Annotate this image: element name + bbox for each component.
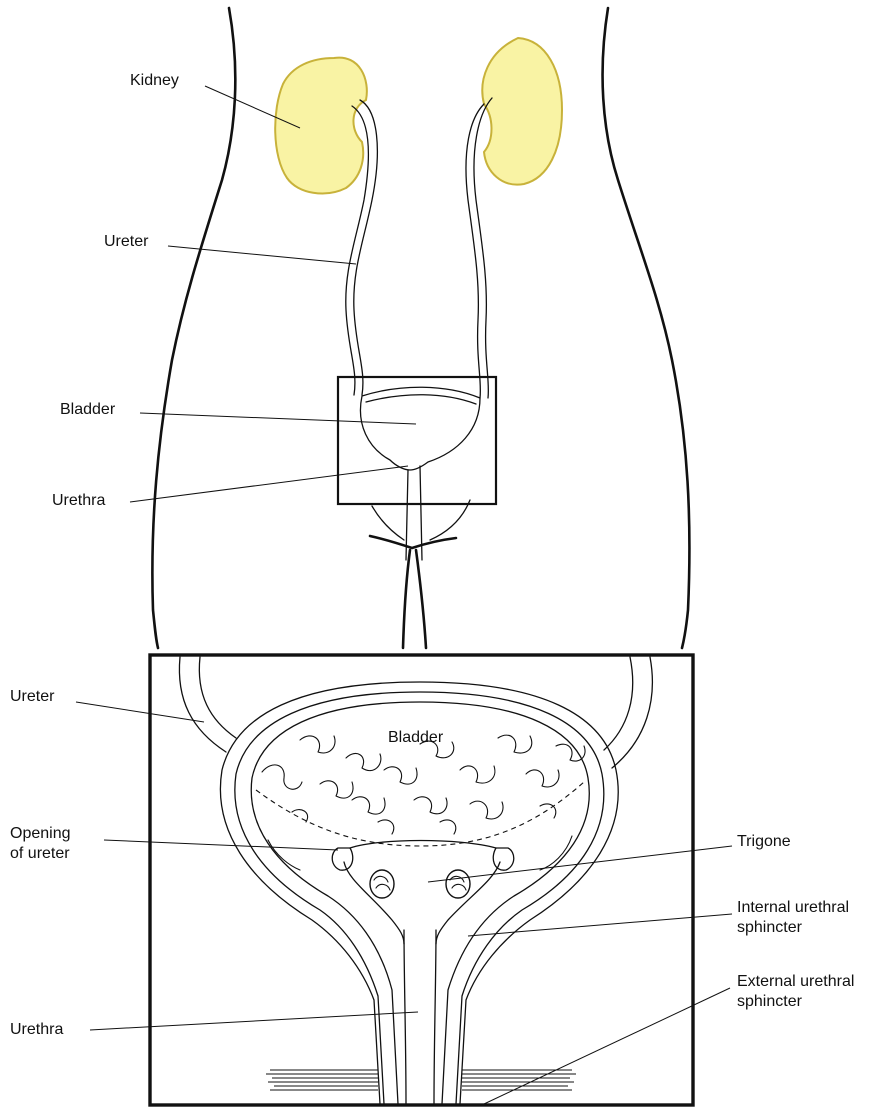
right-kidney xyxy=(482,38,562,185)
detail-left-ureter-outer xyxy=(179,657,226,752)
label-urethra: Urethra xyxy=(52,492,105,509)
label-detail-ureter: Ureter xyxy=(10,688,55,705)
ureter-opening-left xyxy=(332,848,353,870)
label-detail-urethra: Urethra xyxy=(10,1021,63,1038)
leader-trigone xyxy=(428,846,732,882)
detail-frame xyxy=(150,655,693,1105)
internal-sphincter-left xyxy=(370,870,394,898)
inner-leg-left xyxy=(403,550,410,648)
label-kidney: Kidney xyxy=(130,72,179,89)
bladder-rugae xyxy=(262,735,585,870)
torso-left-outline xyxy=(152,8,235,648)
label-external-line1: External urethral xyxy=(737,973,854,990)
detail-right-ureter-inner xyxy=(604,657,633,750)
leader-urethra xyxy=(130,466,408,502)
internal-sphincter-right xyxy=(446,870,470,898)
groin-curve xyxy=(370,536,456,548)
detail-bladder-middle-wall xyxy=(235,692,604,1104)
body-overview: Kidney Ureter Bladder Urethra xyxy=(52,8,689,648)
detail-urethra-lumen-left xyxy=(404,930,406,1104)
inner-leg-right xyxy=(416,550,426,648)
label-bladder: Bladder xyxy=(60,401,116,418)
detail-left-ureter-inner xyxy=(199,657,236,738)
trigone-dashed-boundary xyxy=(256,782,584,846)
left-kidney xyxy=(275,58,367,194)
detail-urethra-lumen-right xyxy=(434,930,436,1104)
external-sphincter xyxy=(266,1070,576,1090)
label-detail-bladder: Bladder xyxy=(388,729,444,746)
label-internal-line2: sphincter xyxy=(737,919,803,936)
leader-opening xyxy=(104,840,338,850)
detail-bladder-inner-wall xyxy=(251,702,589,1104)
label-ureter: Ureter xyxy=(104,233,149,250)
ureter-opening-right xyxy=(493,848,514,870)
leader-detail-urethra xyxy=(90,1012,418,1030)
torso-right-outline xyxy=(603,8,690,648)
overview-bladder-rim xyxy=(366,395,476,404)
bladder-detail: Ureter Bladder Opening of ureter Trigone… xyxy=(10,655,854,1105)
label-opening-line2: of ureter xyxy=(10,845,70,862)
label-external-line2: sphincter xyxy=(737,993,803,1010)
leader-bladder xyxy=(140,413,416,424)
label-internal-line1: Internal urethral xyxy=(737,899,849,916)
label-opening-line1: Opening xyxy=(10,825,71,842)
leader-detail-ureter xyxy=(76,702,204,722)
label-trigone: Trigone xyxy=(737,833,791,850)
